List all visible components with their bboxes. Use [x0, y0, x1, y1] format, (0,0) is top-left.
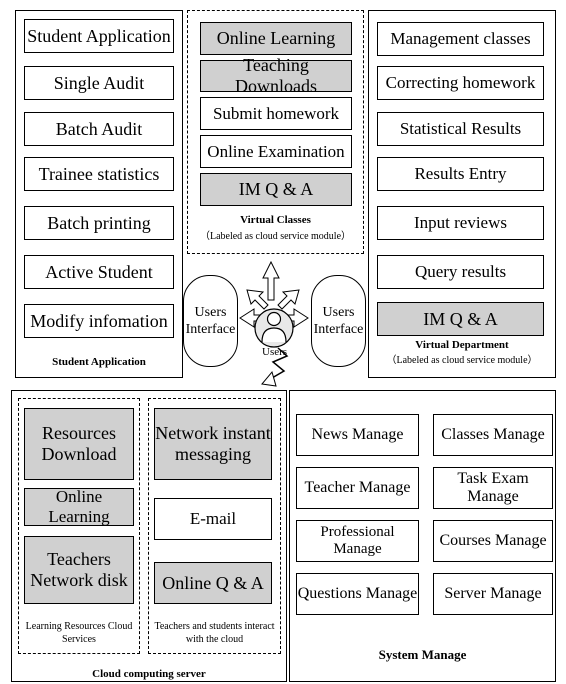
- left-users-interface[interactable]: Users Interface: [183, 275, 238, 367]
- arrow-upright-icon: [277, 289, 300, 310]
- vd-management-classes-box[interactable]: Management classes: [377, 22, 544, 56]
- cloud-online-learning-box[interactable]: Online Learning: [24, 487, 134, 526]
- server-manage-box[interactable]: Server Manage: [433, 573, 553, 615]
- student-application-caption: Student Application: [52, 356, 146, 368]
- email-box[interactable]: E-mail: [154, 498, 272, 540]
- vc-submit-homework-box[interactable]: Submit homework: [200, 97, 352, 130]
- vd-statistical-results-box[interactable]: Statistical Results: [377, 112, 544, 146]
- virtual-department-subcaption: （Labeled as cloud service module）: [386, 355, 538, 366]
- arrow-upleft-icon: [246, 289, 269, 310]
- arrow-up-icon: [262, 260, 280, 301]
- vc-teaching-downloads-box[interactable]: Teaching Downloads: [200, 55, 352, 96]
- person-icon: [254, 308, 294, 348]
- student-application-box[interactable]: Student Application: [24, 19, 174, 53]
- single-audit-box[interactable]: Single Audit: [24, 66, 174, 100]
- interact-note: Teachers and students interact with the …: [154, 621, 275, 645]
- virtual-classes-panel: [187, 10, 364, 254]
- virtual-classes-caption: Virtual Classes: [240, 214, 311, 226]
- vd-correcting-homework-box[interactable]: Correcting homework: [377, 66, 544, 100]
- virtual-classes-subcaption: （Labeled as cloud service module）: [199, 231, 352, 242]
- network-instant-messaging-box[interactable]: Network instant messaging: [154, 408, 272, 480]
- cloud-computing-caption: Cloud computing server: [92, 668, 206, 680]
- vc-online-examination-box[interactable]: Online Examination: [200, 135, 352, 168]
- virtual-department-caption: Virtual Department: [415, 339, 509, 351]
- users-label: Users: [262, 346, 288, 358]
- vd-input-reviews-box[interactable]: Input reviews: [377, 206, 544, 240]
- task-exam-manage-box[interactable]: Task Exam Manage: [433, 467, 553, 509]
- right-users-interface[interactable]: Users Interface: [311, 275, 366, 367]
- resources-group: [18, 398, 140, 654]
- batch-printing-box[interactable]: Batch printing: [24, 206, 174, 240]
- resources-note: Learning Resources Cloud Services: [25, 621, 133, 645]
- vc-online-learning-box[interactable]: Online Learning: [200, 22, 352, 55]
- teachers-network-disk-box[interactable]: Teachers Network disk: [24, 536, 134, 604]
- modify-information-box[interactable]: Modify infomation: [24, 304, 174, 338]
- system-manage-caption: System Manage: [378, 647, 467, 662]
- news-manage-box[interactable]: News Manage: [296, 414, 419, 456]
- vc-im-qa-box[interactable]: IM Q & A: [200, 173, 352, 206]
- questions-manage-box[interactable]: Questions Manage: [296, 573, 419, 615]
- active-student-box[interactable]: Active Student: [24, 255, 174, 289]
- batch-audit-box[interactable]: Batch Audit: [24, 112, 174, 146]
- trainee-statistics-box[interactable]: Trainee statistics: [24, 157, 174, 191]
- vd-im-qa-box[interactable]: IM Q & A: [377, 302, 544, 336]
- professional-manage-box[interactable]: Professional Manage: [296, 520, 419, 562]
- zigzag-arrow-icon: [271, 347, 289, 379]
- resources-download-box[interactable]: Resources Download: [24, 408, 134, 480]
- vd-results-entry-box[interactable]: Results Entry: [377, 157, 544, 191]
- interact-group: [148, 398, 281, 654]
- vd-query-results-box[interactable]: Query results: [377, 255, 544, 289]
- teacher-manage-box[interactable]: Teacher Manage: [296, 467, 419, 509]
- classes-manage-box[interactable]: Classes Manage: [433, 414, 553, 456]
- online-qa-box[interactable]: Online Q & A: [154, 562, 272, 604]
- courses-manage-box[interactable]: Courses Manage: [433, 520, 553, 562]
